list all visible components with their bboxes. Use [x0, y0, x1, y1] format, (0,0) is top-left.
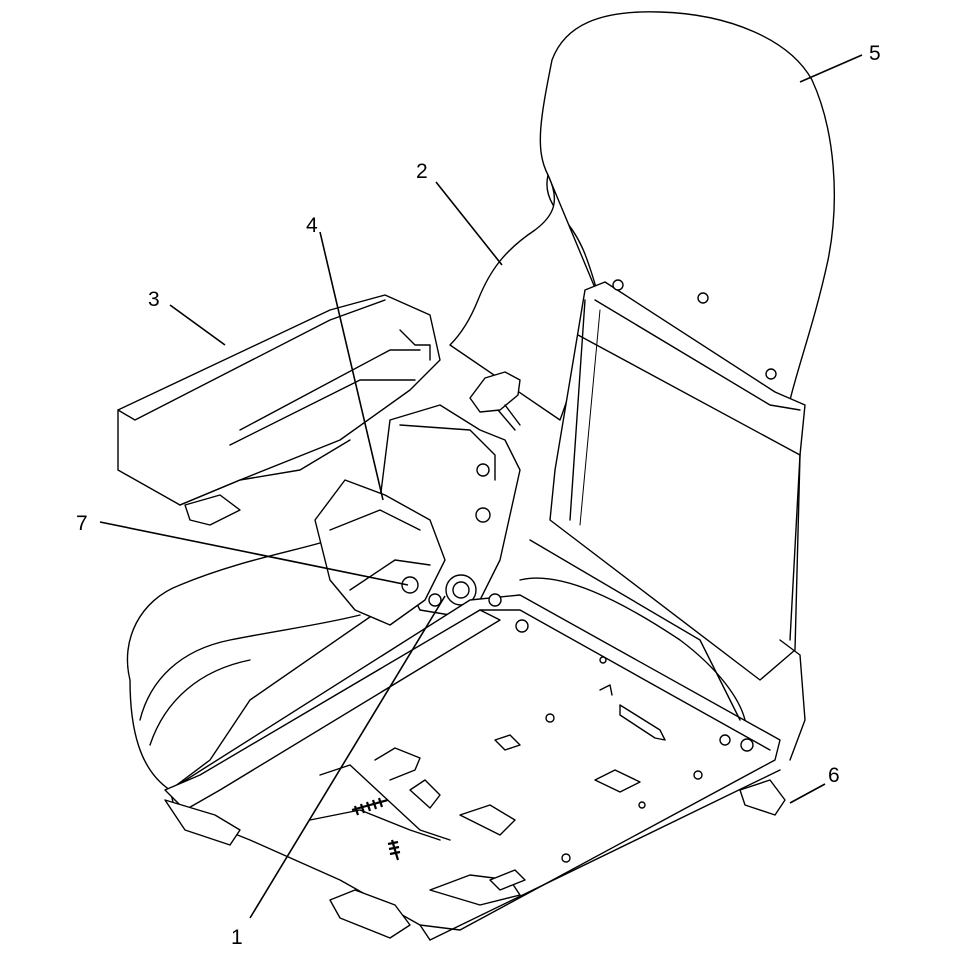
callout-labels: 1 2 3 4 5 6 7 — [76, 42, 881, 949]
callout-3: 3 — [148, 288, 160, 311]
backrest-frame-panel — [549, 279, 806, 681]
leader-7 — [99, 521, 409, 586]
callout-4: 4 — [306, 214, 318, 237]
recline-knob — [469, 371, 521, 431]
leader-2 — [435, 181, 503, 266]
linkages — [309, 747, 526, 906]
leader-1 — [249, 595, 446, 919]
leader-3 — [169, 304, 226, 346]
seat-cushion — [126, 539, 381, 791]
callout-1: 1 — [231, 926, 243, 949]
leader-4 — [319, 231, 384, 501]
armrest — [117, 294, 441, 526]
slide-rails — [164, 609, 806, 939]
leader-6 — [789, 783, 826, 804]
leader-5 — [799, 54, 863, 83]
recline-mechanism — [314, 404, 521, 626]
callout-5: 5 — [869, 42, 881, 65]
leader-lines — [99, 54, 863, 919]
callout-6: 6 — [828, 764, 840, 787]
callout-2: 2 — [416, 160, 428, 183]
callout-7: 7 — [76, 512, 88, 535]
